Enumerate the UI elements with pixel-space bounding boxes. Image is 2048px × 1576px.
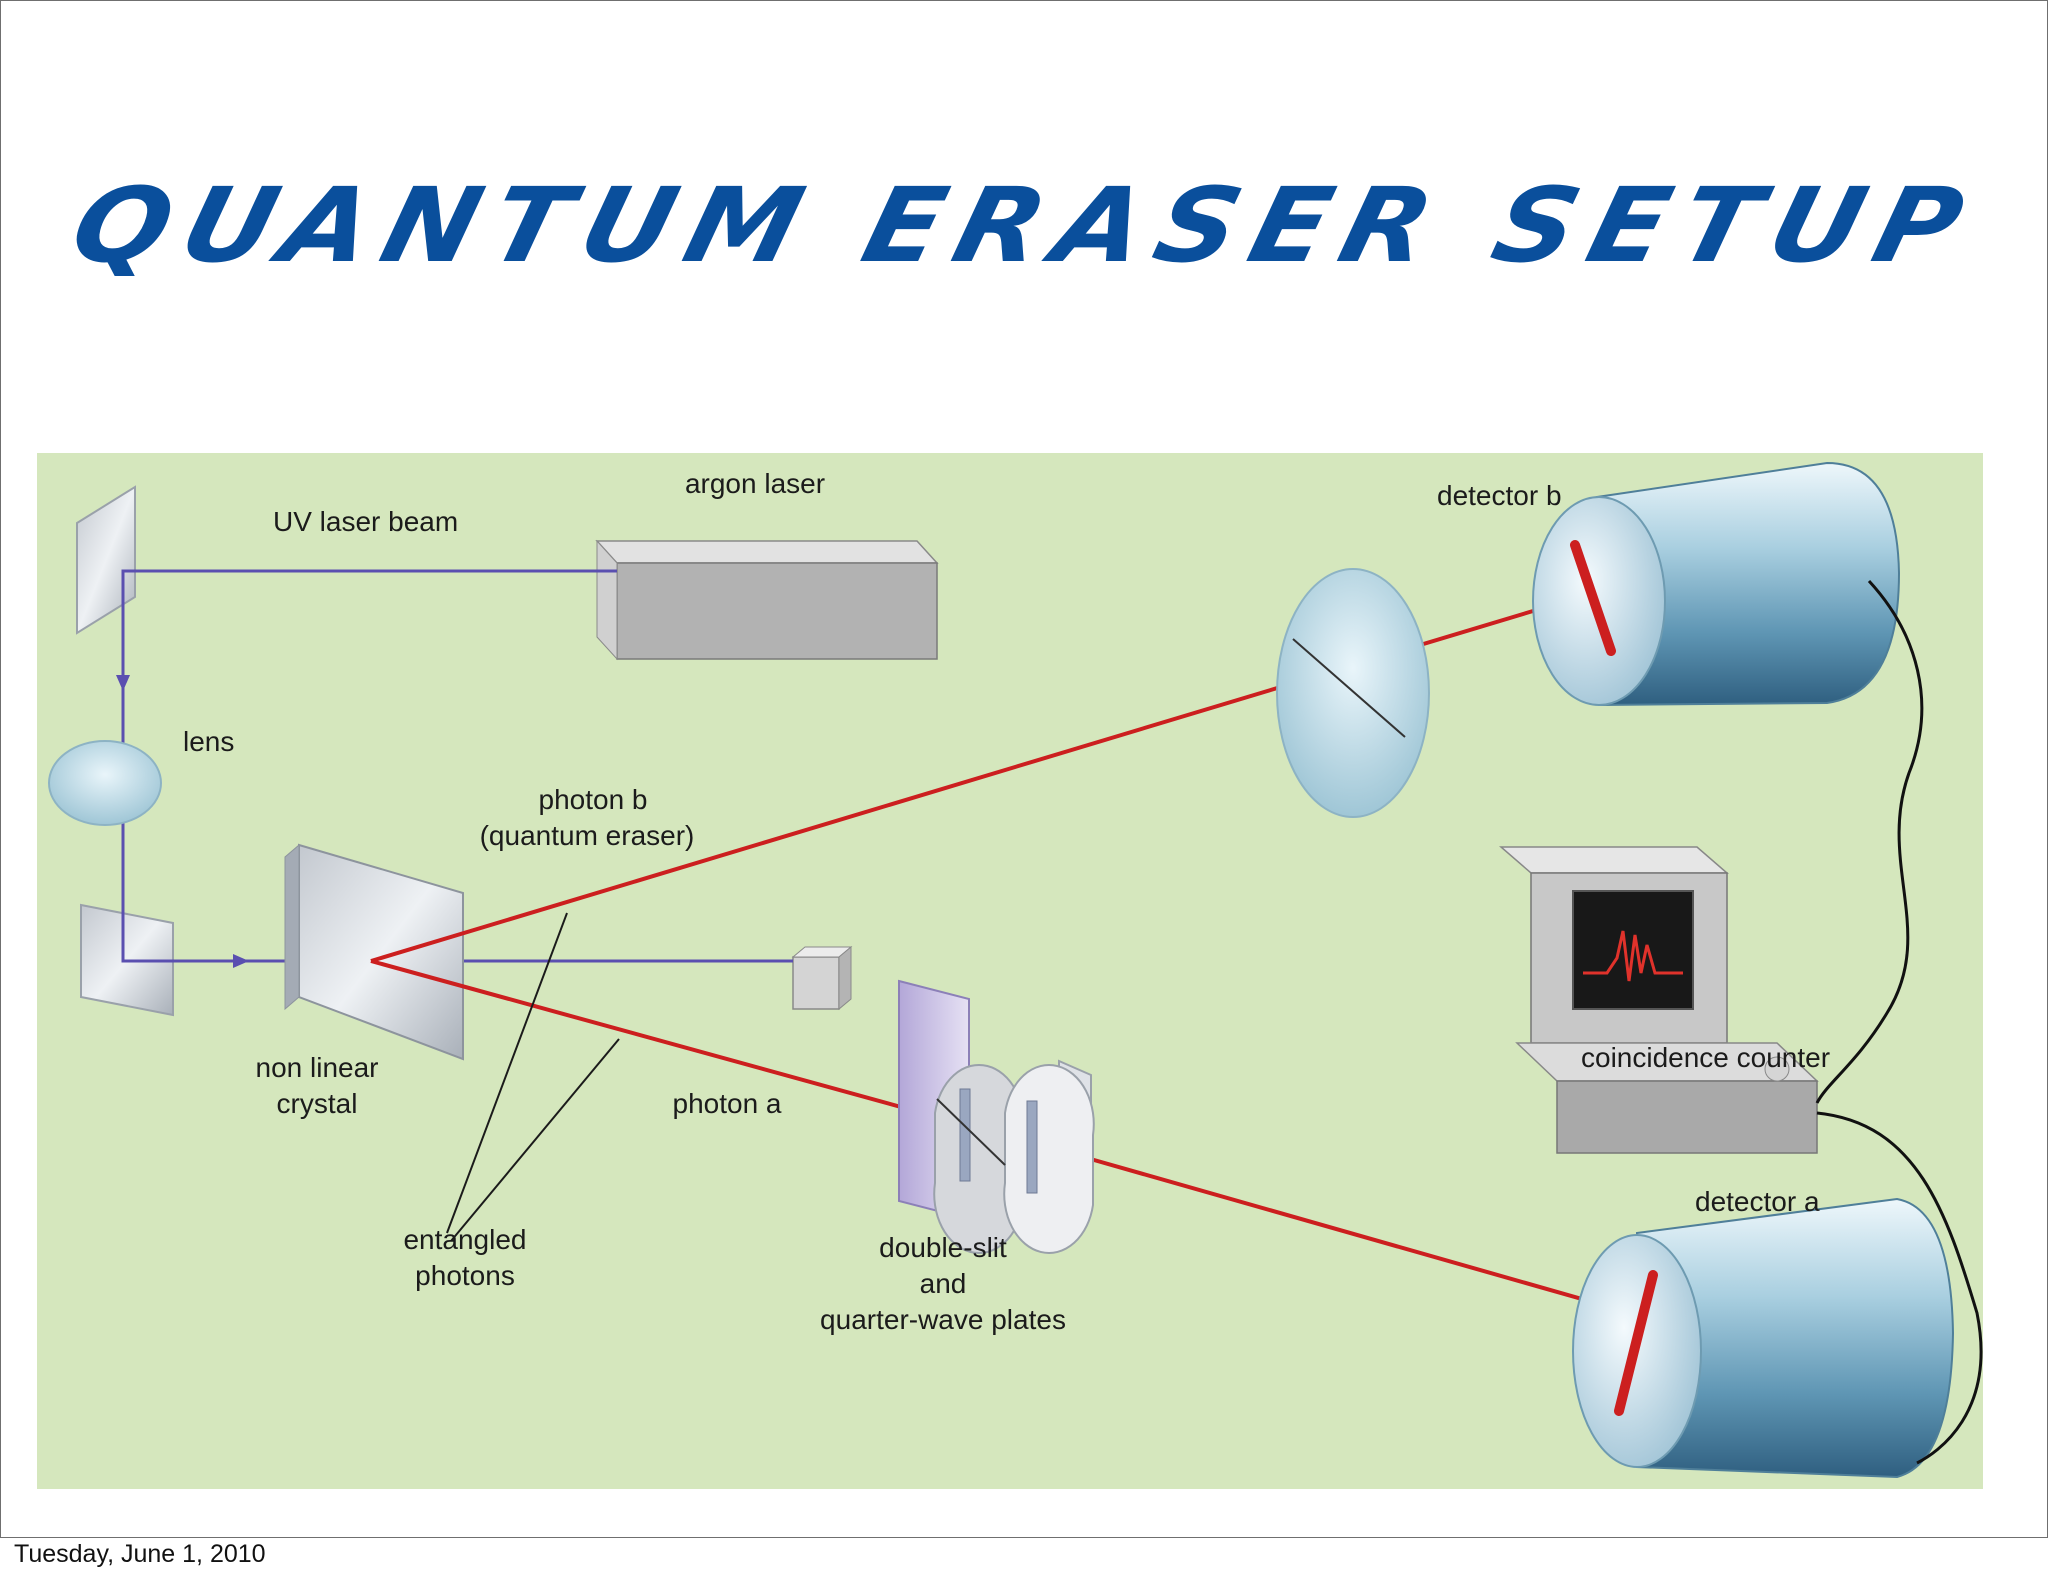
- label-double-slit-line3: quarter-wave plates: [820, 1304, 1066, 1335]
- label-photon-a: photon a: [673, 1088, 782, 1119]
- quantum-eraser-diagram: argon laser UV laser beam lens photon b …: [37, 453, 1983, 1489]
- label-non-linear-line2: crystal: [277, 1088, 358, 1119]
- leader-lines: [446, 912, 620, 1242]
- detector-b: [1532, 461, 1901, 707]
- label-detector-a: detector a: [1695, 1186, 1820, 1217]
- coincidence-counter-computer: [1498, 846, 1819, 1154]
- label-photon-b-line1: photon b: [539, 784, 648, 815]
- detector-a: [1572, 1197, 1955, 1479]
- detector-b-polarizer: [1276, 568, 1430, 818]
- uv-arrow-right: [233, 954, 249, 968]
- beam-stop-box: [791, 945, 853, 1011]
- label-uv-laser-beam: UV laser beam: [273, 506, 458, 537]
- footer-date: Tuesday, June 1, 2010: [14, 1540, 266, 1568]
- detector-cables: [1815, 579, 1983, 1465]
- label-double-slit-line1: double-slit: [879, 1232, 1007, 1263]
- lens-shape: [48, 740, 162, 826]
- uv-arrow-top: [116, 675, 130, 691]
- label-photon-b-line2: (quantum eraser): [480, 820, 695, 851]
- label-double-slit-line2: and: [920, 1268, 967, 1299]
- label-entangled-line2: photons: [415, 1260, 515, 1291]
- label-argon-laser: argon laser: [685, 468, 825, 499]
- photon-a-beam-continued: [1086, 1156, 1632, 1315]
- double-slit-assembly: [898, 979, 1095, 1255]
- label-detector-b: detector b: [1437, 480, 1562, 511]
- photon-a-beam: [370, 959, 982, 1131]
- argon-laser-box: [595, 539, 939, 661]
- label-coincidence-counter: coincidence counter: [1581, 1042, 1830, 1073]
- slide-title: Quantum Eraser Setup: [60, 166, 1988, 286]
- slide: Quantum Eraser Setup: [0, 0, 2048, 1538]
- label-non-linear-line1: non linear: [256, 1052, 379, 1083]
- label-entangled-line1: entangled: [403, 1224, 526, 1255]
- mirror-top: [76, 485, 136, 635]
- label-lens: lens: [183, 726, 234, 757]
